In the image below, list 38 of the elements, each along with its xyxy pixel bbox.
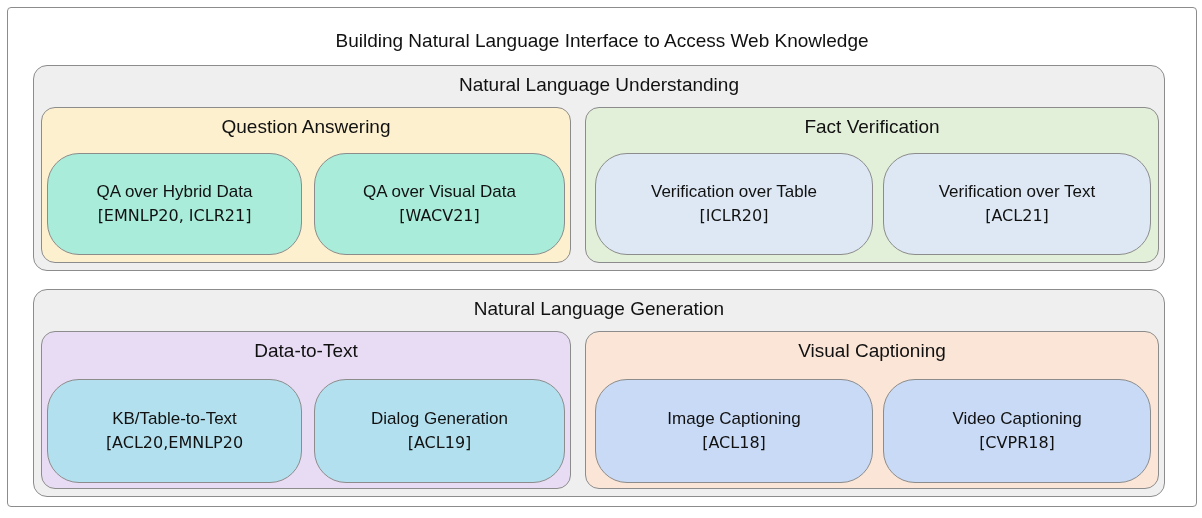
topic-box	[47, 153, 302, 255]
citation-label: [ACL20,EMNLP20	[105, 432, 244, 454]
topic-label: QA over Visual Data	[363, 181, 516, 203]
topic-label: Verification over Text	[938, 181, 1096, 203]
citation-label: [CVPR18]	[979, 432, 1055, 454]
citation-label: [ICLR20]	[699, 205, 769, 227]
topic-box	[595, 153, 873, 255]
citation-label: [ACL21]	[985, 205, 1049, 227]
topic-box	[314, 153, 565, 255]
topic-label: Verification over Table	[651, 181, 817, 203]
title-frame	[7, 7, 1197, 507]
topic-label: Image Captioning	[667, 408, 801, 430]
topic-box	[883, 153, 1151, 255]
topic-label: QA over Hybrid Data	[96, 181, 253, 203]
group-panel	[33, 289, 1165, 497]
panel-heading: Data-to-Text	[253, 340, 359, 362]
category-panel	[41, 107, 571, 263]
category-panel	[585, 331, 1159, 489]
topic-box	[883, 379, 1151, 483]
panel-heading: Fact Verification	[803, 116, 941, 138]
citation-label: [EMNLP20, ICLR21]	[97, 205, 252, 227]
frame-heading: Building Natural Language Interface to Access Web Knowledge	[334, 30, 870, 52]
category-panel	[41, 331, 571, 489]
topic-box	[595, 379, 873, 483]
topic-box	[314, 379, 565, 483]
panel-heading: Natural Language Generation	[472, 298, 726, 320]
citation-label: [WACV21]	[399, 205, 480, 227]
group-panel	[33, 65, 1165, 271]
topic-box	[47, 379, 302, 483]
topic-label: KB/Table-to-Text	[112, 408, 237, 430]
topic-label: Dialog Generation	[371, 408, 508, 430]
citation-label: [ACL18]	[702, 432, 766, 454]
citation-label: [ACL19]	[407, 432, 472, 454]
category-panel	[585, 107, 1159, 263]
panel-heading: Natural Language Understanding	[458, 74, 740, 96]
panel-heading: Question Answering	[220, 116, 392, 138]
topic-label: Video Captioning	[952, 408, 1082, 430]
panel-heading: Visual Captioning	[797, 340, 947, 362]
